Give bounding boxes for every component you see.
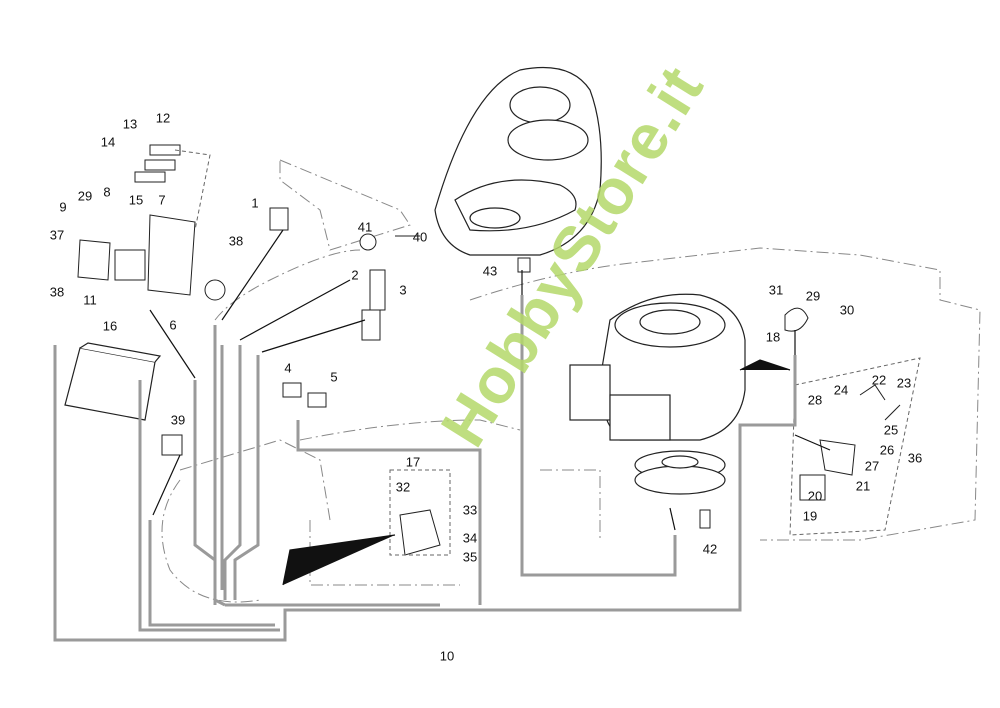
callout-30: 30 [839,302,855,318]
callout-21: 21 [855,478,871,494]
callout-43: 43 [482,263,498,279]
callout-38-right: 38 [228,233,244,249]
callout-26: 26 [879,442,895,458]
callout-9: 9 [59,199,67,215]
callout-42: 42 [702,541,718,557]
callout-13: 13 [122,116,138,132]
callout-31: 31 [768,282,784,298]
callout-12: 12 [155,110,171,126]
callout-10: 10 [439,648,455,664]
callout-33: 33 [462,502,478,518]
callout-36: 36 [907,450,923,466]
chassis-outline [161,159,981,603]
callout-8: 8 [103,184,111,200]
callout-3: 3 [399,282,407,298]
callout-27: 27 [864,458,880,474]
callout-4: 4 [284,360,292,376]
callout-6: 6 [169,317,177,333]
callout-15: 15 [128,192,144,208]
callout-37: 37 [49,227,65,243]
callout-5: 5 [330,369,338,385]
callout-40: 40 [412,229,428,245]
callout-11: 11 [83,292,97,308]
callout-24: 24 [833,382,849,398]
callout-23: 23 [896,375,912,391]
callout-14: 14 [100,134,116,150]
seat [434,67,602,256]
callout-35: 35 [462,549,478,565]
callout-1: 1 [251,195,259,211]
callout-32: 32 [395,479,411,495]
callout-22: 22 [871,372,887,388]
callout-39: 39 [170,412,186,428]
callout-29-left: 29 [77,188,93,204]
battery [64,342,162,421]
wiring-harness [53,295,797,642]
callout-7: 7 [158,192,166,208]
callout-28: 28 [807,392,823,408]
arrows [149,229,831,586]
callout-25: 25 [883,422,899,438]
callout-29-right: 29 [805,288,821,304]
callout-17: 17 [405,454,421,470]
group-boxes [174,149,921,556]
callout-19: 19 [802,508,818,524]
callout-20: 20 [807,488,823,504]
callout-41: 41 [357,219,373,235]
callout-16: 16 [102,318,118,334]
fuse-box [77,144,226,301]
callout-2: 2 [351,267,359,283]
callout-38-left: 38 [49,284,65,300]
engine [569,293,746,495]
callout-18: 18 [765,329,781,345]
callout-34: 34 [462,530,478,546]
components [161,207,901,556]
